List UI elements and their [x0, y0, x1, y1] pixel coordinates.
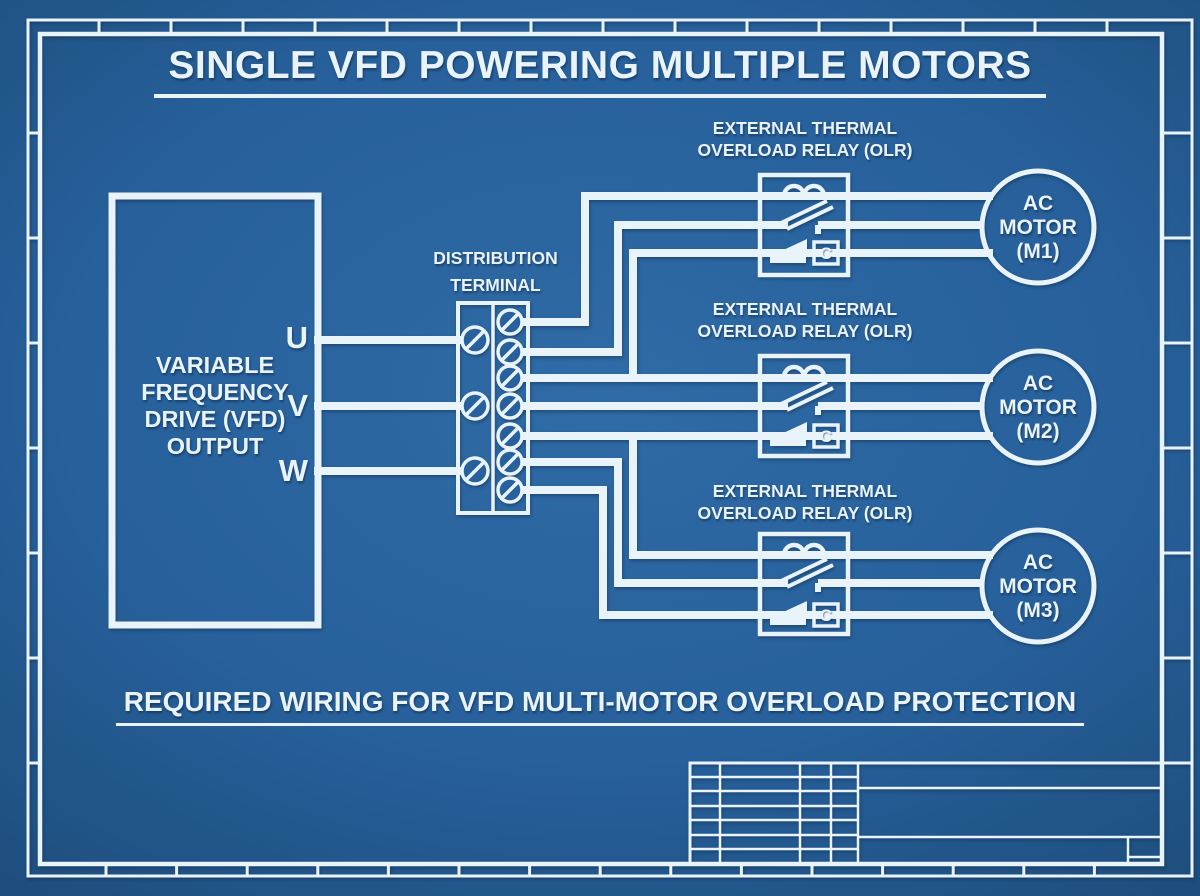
olr-label-3: EXTERNAL THERMAL OVERLOAD RELAY (OLR) — [697, 481, 913, 523]
trip-wedge-icon — [779, 601, 807, 614]
motor-circle-m3 — [979, 527, 1097, 645]
trip-wedge-icon — [779, 239, 807, 252]
motor-label-m2: AC MOTOR (M2) — [999, 372, 1077, 443]
olr-label-1: EXTERNAL THERMAL OVERLOAD RELAY (OLR) — [697, 118, 913, 160]
bottom-caption-text: REQUIRED WIRING FOR VFD MULTI-MOTOR OVER… — [115, 686, 1085, 726]
olr-contact-letter-1: C — [819, 244, 833, 263]
motor-circle-m2 — [979, 348, 1097, 466]
contactor-box-icon — [812, 240, 840, 266]
page-title-text: SINGLE VFD POWERING MULTIPLE MOTORS — [154, 44, 1046, 98]
bottom-caption: REQUIRED WIRING FOR VFD MULTI-MOTOR OVER… — [0, 686, 1200, 726]
thermal-element-icon — [781, 542, 827, 556]
olr-label-2: EXTERNAL THERMAL OVERLOAD RELAY (OLR) — [697, 299, 913, 341]
terminal-screws — [460, 308, 524, 504]
terminal-label-u: U — [285, 320, 308, 355]
olr-symbol-3 — [757, 531, 851, 637]
motor-label-m3: AC MOTOR (M3) — [999, 551, 1077, 622]
contactor-box-icon — [812, 602, 840, 628]
sheet-frame — [26, 18, 1194, 878]
thermal-element-icon — [781, 364, 827, 378]
olr-symbol-2 — [757, 353, 851, 459]
vfd-output-box — [108, 192, 322, 629]
motor-circle-m1 — [979, 168, 1097, 286]
terminal-label-w: W — [278, 453, 308, 488]
wire-m3-top — [629, 436, 993, 559]
vfd-output-label: VARIABLE FREQUENCY DRIVE (VFD) OUTPUT — [141, 352, 289, 459]
title-block — [688, 761, 1164, 866]
distribution-terminal-strip — [456, 301, 530, 515]
distribution-terminal-label: DISTRIBUTION TERMINAL — [433, 248, 558, 295]
trip-wedge-icon — [779, 422, 807, 435]
contactor-box-icon — [812, 423, 840, 449]
wire-m3-mid-left — [510, 458, 788, 587]
olr-symbol-1 — [757, 172, 851, 278]
page-title: SINGLE VFD POWERING MULTIPLE MOTORS — [0, 44, 1200, 98]
wire-m1-mid-left — [510, 221, 788, 356]
terminal-label-v: V — [287, 388, 308, 423]
thermal-element-icon — [781, 183, 827, 197]
frame-tick-marks — [28, 20, 1192, 876]
vfd-phase-wires — [314, 336, 480, 475]
motor-circles — [979, 168, 1097, 645]
wire-m1-top — [510, 192, 993, 326]
olr-contact-letter-3: C — [819, 606, 833, 625]
motor-label-m1: AC MOTOR (M1) — [999, 192, 1077, 263]
olr-contact-letter-2: C — [819, 427, 833, 446]
